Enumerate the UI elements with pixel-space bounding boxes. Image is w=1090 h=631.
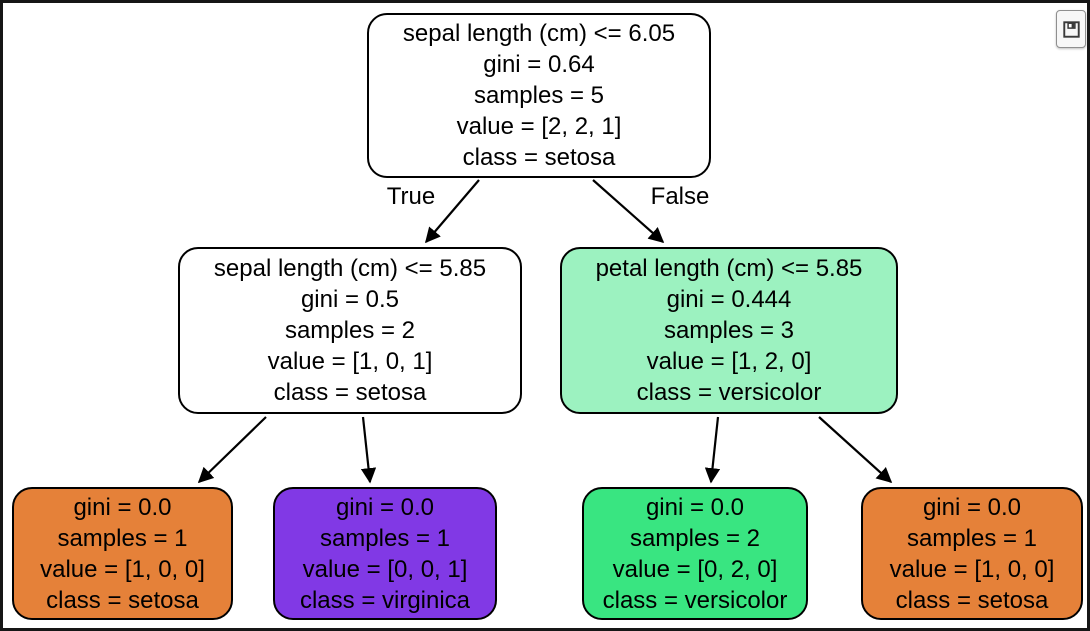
save-image-button[interactable] — [1056, 10, 1086, 48]
node-gini: gini = 0.5 — [300, 286, 400, 313]
node-class: class = versicolor — [636, 379, 822, 406]
node-samples: samples = 3 — [663, 317, 795, 344]
node-value: value = [1, 0, 0] — [889, 555, 1055, 583]
node-class: class = setosa — [462, 144, 616, 171]
node-condition: sepal length (cm) <= 5.85 — [213, 255, 487, 282]
node-value: value = [1, 2, 0] — [646, 348, 812, 375]
tree-leaf-3: gini = 0.0 samples = 2 value = [0, 2, 0]… — [582, 487, 808, 620]
node-gini: gini = 0.0 — [335, 493, 435, 521]
tree-node-right-child: petal length (cm) <= 5.85 gini = 0.444 s… — [560, 247, 898, 414]
edge-left-leaf1 — [197, 416, 267, 484]
node-value: value = [1, 0, 1] — [267, 348, 433, 375]
node-class: class = versicolor — [602, 586, 788, 614]
node-condition: sepal length (cm) <= 6.05 — [402, 20, 676, 47]
floppy-disk-icon — [1062, 20, 1080, 38]
node-class: class = virginica — [299, 586, 471, 614]
tree-leaf-2: gini = 0.0 samples = 1 value = [0, 0, 1]… — [273, 487, 497, 620]
node-samples: samples = 2 — [629, 524, 761, 552]
edge-left-leaf2 — [360, 416, 377, 484]
tree-leaf-4: gini = 0.0 samples = 1 value = [1, 0, 0]… — [861, 487, 1083, 620]
node-gini: gini = 0.0 — [922, 493, 1022, 521]
edge-right-leaf4 — [818, 416, 893, 484]
edge-label-false: False — [650, 183, 710, 210]
node-value: value = [1, 0, 0] — [40, 555, 205, 583]
tree-edges — [197, 179, 893, 484]
node-gini: gini = 0.0 — [73, 493, 172, 521]
node-samples: samples = 1 — [319, 524, 451, 552]
node-samples: samples = 1 — [57, 524, 188, 552]
edge-root-right — [592, 179, 665, 244]
edge-root-left — [424, 179, 480, 244]
node-value: value = [0, 0, 1] — [302, 555, 468, 583]
node-samples: samples = 1 — [906, 524, 1038, 552]
edge-label-true: True — [386, 183, 436, 210]
tree-node-left-child: sepal length (cm) <= 5.85 gini = 0.5 sam… — [178, 247, 522, 414]
node-samples: samples = 2 — [284, 317, 416, 344]
node-class: class = setosa — [895, 586, 1049, 614]
node-class: class = setosa — [46, 586, 199, 614]
node-value: value = [0, 2, 0] — [612, 555, 778, 583]
node-gini: gini = 0.0 — [645, 493, 745, 521]
tree-node-root: sepal length (cm) <= 6.05 gini = 0.64 sa… — [367, 13, 711, 178]
node-gini: gini = 0.444 — [666, 286, 792, 313]
tree-leaf-1: gini = 0.0 samples = 1 value = [1, 0, 0]… — [12, 487, 233, 620]
node-class: class = setosa — [273, 379, 427, 406]
node-value: value = [2, 2, 1] — [456, 113, 622, 140]
node-condition: petal length (cm) <= 5.85 — [595, 255, 863, 282]
node-samples: samples = 5 — [473, 82, 605, 109]
node-gini: gini = 0.64 — [483, 51, 595, 78]
edge-right-leaf3 — [704, 416, 721, 484]
